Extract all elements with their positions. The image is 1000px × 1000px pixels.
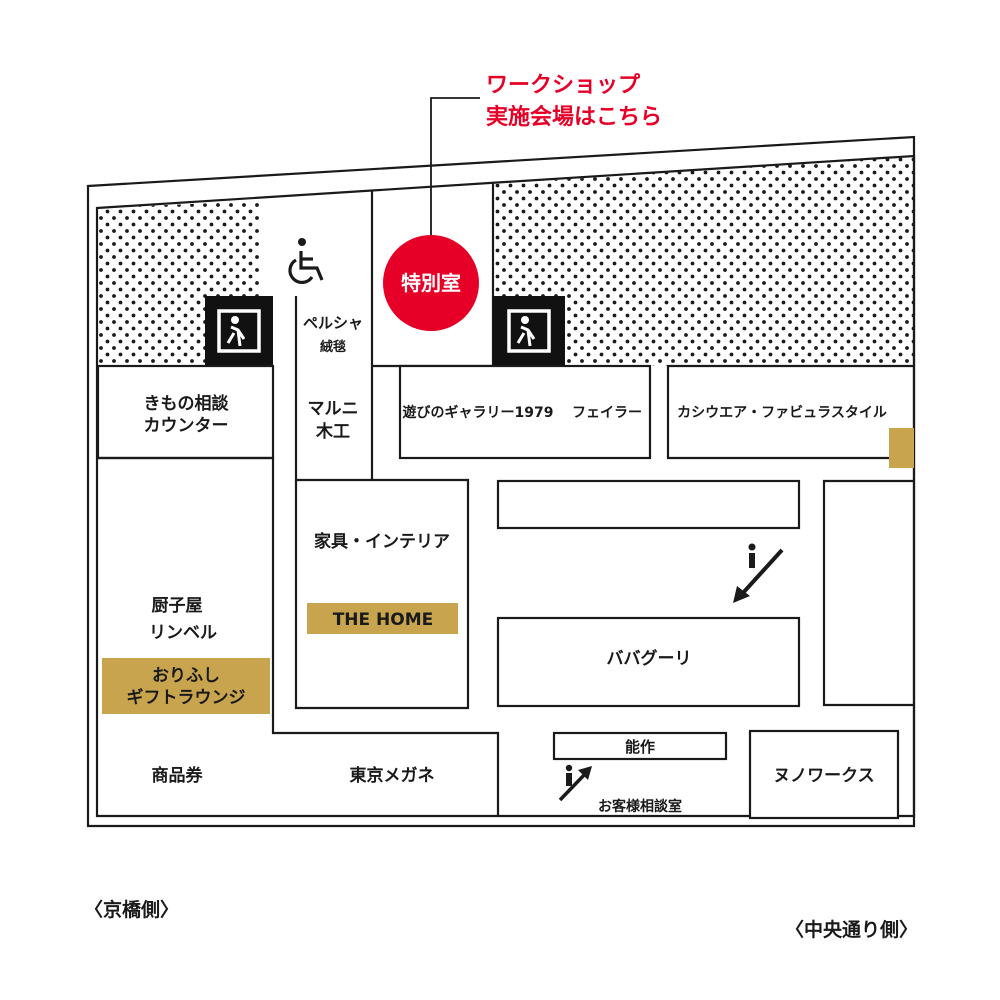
special-room-marker[interactable] (383, 235, 479, 331)
inner-wall (95, 154, 916, 818)
shop-shohinken-label: 商品券 (152, 765, 204, 786)
shop-nunoworks[interactable] (748, 729, 900, 820)
shop-babaguri[interactable] (496, 616, 801, 708)
escalator-down-icon (733, 543, 784, 603)
left-block-wall (98, 456, 500, 816)
shop-nunoworks-label: ヌノワークス (773, 766, 874, 786)
emergency-exit-right (493, 296, 565, 366)
emergency-exit-left (205, 296, 273, 366)
emergency-exit-icon (217, 309, 261, 353)
shop-kashiwa-label: カシウエア・ファビュラスタイル (677, 405, 887, 421)
the-home-label: THE HOME (333, 610, 434, 630)
shop-orifushi-label-2: ギフトラウンジ (127, 688, 246, 708)
building-outline (86, 135, 916, 828)
shop-kimono-label-1: きもの相談 (144, 393, 230, 414)
shop-zushiya-label-1: 厨子屋 (152, 596, 203, 616)
callout-line (430, 97, 480, 235)
empty-block (496, 479, 801, 530)
shop-maruni-label-2: 木工 (315, 421, 350, 442)
shop-nousaku[interactable] (552, 731, 728, 761)
escalator-up-icon (558, 764, 592, 802)
shop-asobi-label: 遊びのギャラリー1979 (403, 404, 554, 421)
shop-zushiya-label-2: リンベル (149, 623, 217, 643)
shop-kagu-label: 家具・インテリア (314, 531, 450, 552)
shop-asobi-feiler[interactable] (398, 364, 652, 460)
orifushi-badge[interactable] (102, 658, 270, 714)
callout-line1: ワークショップ (486, 73, 641, 98)
shop-babaguri-label: ババグーリ (607, 648, 692, 669)
right-block (822, 479, 914, 707)
shop-kashiwa[interactable] (666, 364, 914, 460)
shop-feiler-label: フェイラー (572, 405, 642, 421)
special-room-label: 特別室 (401, 271, 461, 295)
closed-area-right (495, 156, 914, 366)
okyakusama-label: お客様相談室 (598, 798, 682, 815)
shop-maruni-label-1: マルニ (308, 399, 359, 419)
direction-kyobashi: 〈京橋側〉 (84, 898, 179, 921)
the-home-badge[interactable] (307, 603, 458, 634)
callout-line2: 実施会場はこちら (486, 104, 662, 130)
shop-perusha-label-1: ペルシャ (303, 314, 363, 332)
shop-orifushi-label-1: おりふし (152, 666, 220, 686)
wheelchair-icon (288, 238, 324, 284)
shop-kagu (294, 478, 470, 710)
shop-tokyo-megane-label: 東京メガネ (350, 765, 435, 786)
shop-perusha-label-2: 絨毯 (320, 339, 346, 355)
emergency-exit-icon (507, 309, 551, 353)
shop-nousaku-label: 能作 (625, 738, 655, 756)
gold-marker (889, 428, 914, 468)
shop-kimono-label-2: カウンター (144, 416, 229, 436)
direction-chuo-dori: 〈中央通り側〉 (785, 918, 918, 941)
